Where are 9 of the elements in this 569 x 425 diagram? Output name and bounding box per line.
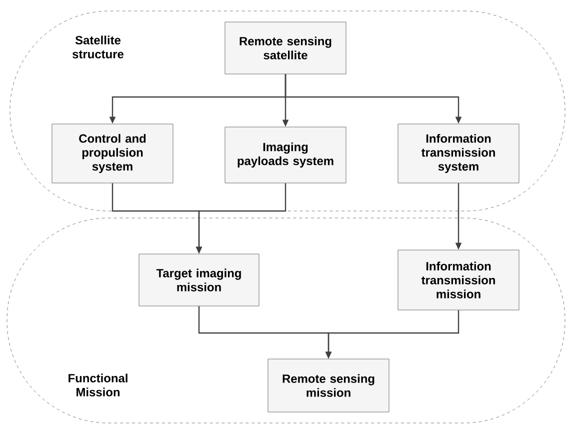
process-box: Target imaging mission (138, 254, 260, 306)
process-box: Information transmission system (398, 124, 520, 184)
process-box: Imaging payloads system (224, 126, 346, 184)
region-heading: Satellite structure (72, 36, 124, 58)
process-box: Control and propulsion system (52, 124, 174, 184)
region-heading: Functional Mission (68, 374, 128, 396)
process-box: Remote sensing satellite (224, 22, 346, 74)
process-box: Information transmission mission (398, 250, 520, 310)
process-box: Remote sensing mission (268, 358, 390, 412)
